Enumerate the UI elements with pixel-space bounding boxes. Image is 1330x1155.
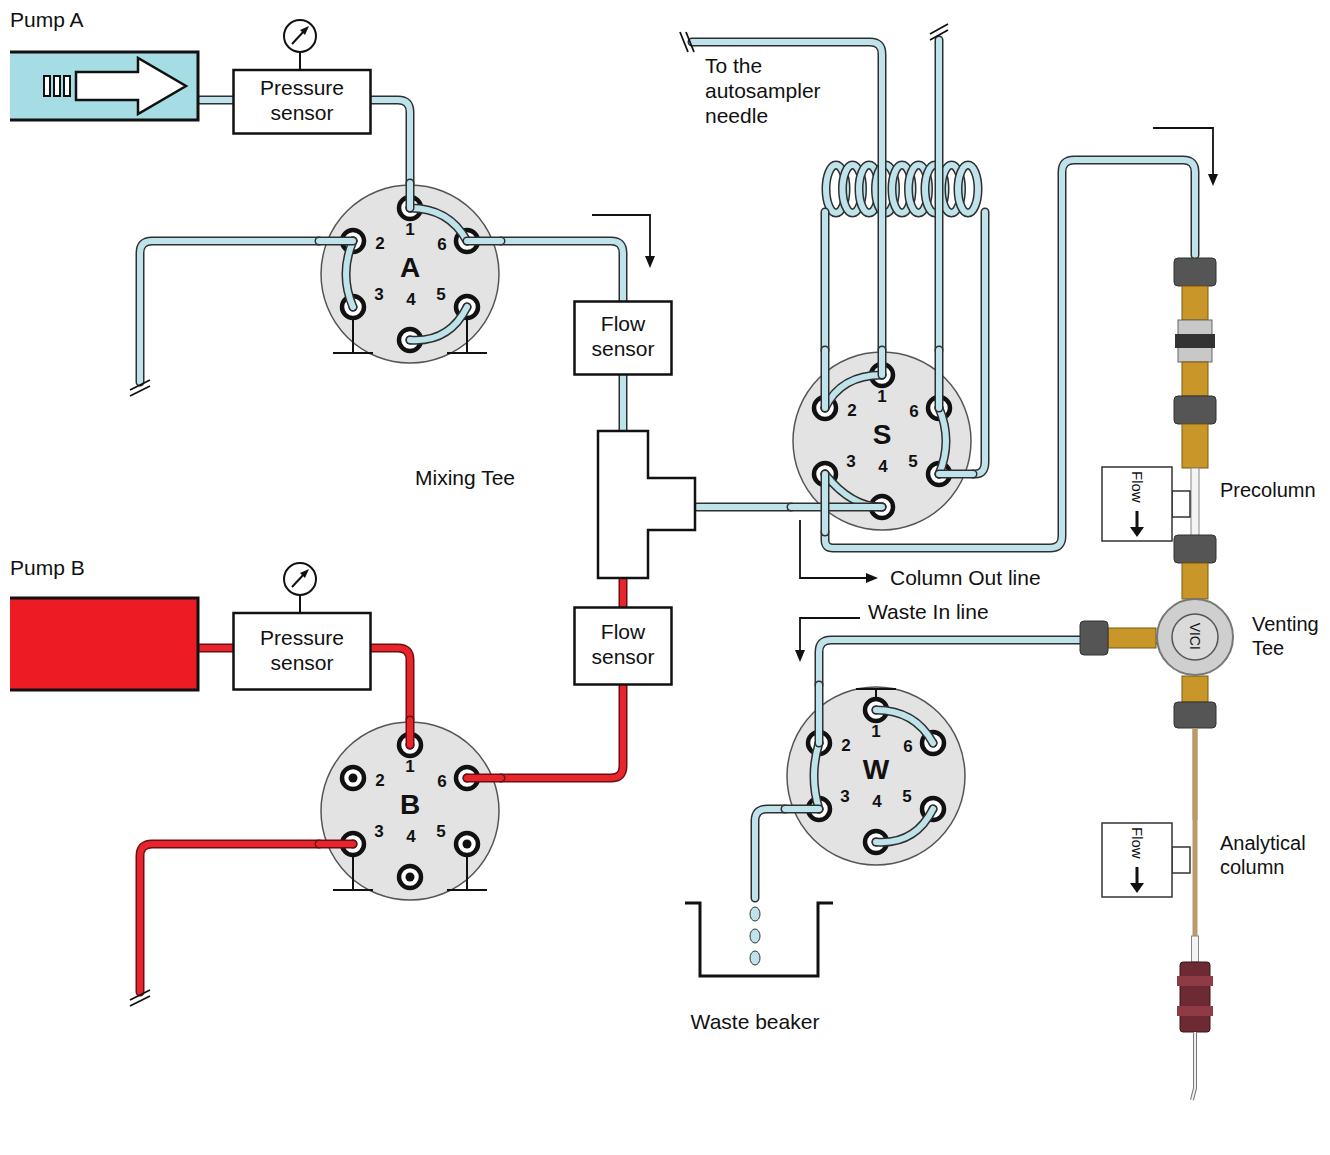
pressure-sensor: Pressure sensor	[232, 561, 372, 691]
column-fittings	[1080, 258, 1216, 1100]
node-label: VICI	[1187, 611, 1204, 661]
valve-letter: S	[867, 418, 897, 451]
port-number: 3	[830, 787, 860, 807]
node-label: Flow sensor	[577, 312, 669, 362]
pressure-sensor: Pressure sensor	[232, 18, 372, 135]
port-number: 1	[861, 722, 891, 742]
sample-loop-coil	[826, 165, 978, 213]
flow-sensor: Flow sensor	[573, 300, 673, 376]
rotary-valve: B 12 345 6	[319, 720, 501, 902]
port-number: 4	[396, 827, 426, 847]
callout-label: Column Out line	[890, 566, 1090, 591]
node-label: Pump A	[10, 8, 160, 33]
port-number: 2	[365, 234, 395, 254]
port-number: 5	[426, 822, 456, 842]
port-number: 1	[395, 220, 425, 240]
port-number: 3	[364, 285, 394, 305]
port-number: 5	[426, 285, 456, 305]
port-number: 3	[836, 452, 866, 472]
callout-label: To the autosampler needle	[705, 54, 845, 128]
node-caption: Venting Tee	[1252, 613, 1328, 660]
tubing-connector	[501, 241, 623, 300]
port-number: 6	[427, 235, 457, 255]
node-caption: Precolumn	[1220, 479, 1328, 503]
tubing-connector	[697, 507, 791, 508]
port-number: 5	[898, 452, 928, 472]
venting-tee: VICI Venting Tee	[1155, 597, 1330, 677]
node-label: Pressure sensor	[237, 76, 367, 126]
node-label: Mixing Tee	[415, 466, 575, 491]
analytical-column-tag: Flow Analytical column	[1100, 820, 1328, 900]
tubing-connector	[623, 376, 624, 430]
callout-label: Waste In line	[868, 600, 1068, 625]
port-number: 4	[396, 290, 426, 310]
venting-tee-shape	[1155, 597, 1330, 677]
node-label: Pressure sensor	[237, 626, 367, 676]
node-caption: Analytical column	[1220, 832, 1326, 879]
port-number: 5	[892, 787, 922, 807]
port-number: 2	[831, 736, 861, 756]
valve-letter: B	[395, 788, 425, 821]
tubing-connector	[200, 100, 232, 101]
mixing-tee: Mixing Tee	[415, 430, 697, 580]
port-number: 2	[837, 401, 867, 421]
port-number: 3	[364, 822, 394, 842]
pump: Pump A	[10, 8, 200, 122]
port-number: 4	[868, 457, 898, 477]
node-label: Flow	[1128, 823, 1146, 863]
node-label: Flow sensor	[577, 620, 669, 670]
tubing-connector	[372, 100, 410, 183]
mixing-tee-shape	[415, 430, 697, 580]
port-number: 4	[862, 792, 892, 812]
precolumn-tag: Flow Precolumn	[1100, 255, 1330, 545]
valve-letter: A	[395, 251, 425, 284]
flow-sensor: Flow sensor	[573, 606, 673, 686]
rotary-valve: A 12 345 6	[319, 183, 501, 365]
node-label: Waste beaker	[660, 1010, 850, 1035]
tubing-connector	[501, 686, 623, 778]
node-label: Pump B	[10, 556, 160, 581]
port-number: 6	[427, 772, 457, 792]
port-number: 6	[899, 402, 929, 422]
tubing-connector	[755, 809, 785, 898]
port-number: 1	[395, 757, 425, 777]
port-number: 6	[893, 737, 923, 757]
rotary-valve: W 12 345 6	[785, 685, 967, 867]
tubing-connector	[623, 580, 624, 606]
tubing-connector	[372, 648, 410, 720]
rotary-valve: S 12 345 6	[791, 350, 973, 532]
node-label: Flow	[1128, 467, 1146, 507]
port-number: 1	[867, 387, 897, 407]
waste-beaker: Waste beaker	[660, 898, 850, 1043]
pump: Pump B	[10, 556, 200, 692]
tubing-connector	[200, 648, 232, 649]
valve-letter: W	[861, 753, 891, 786]
port-number: 2	[365, 771, 395, 791]
